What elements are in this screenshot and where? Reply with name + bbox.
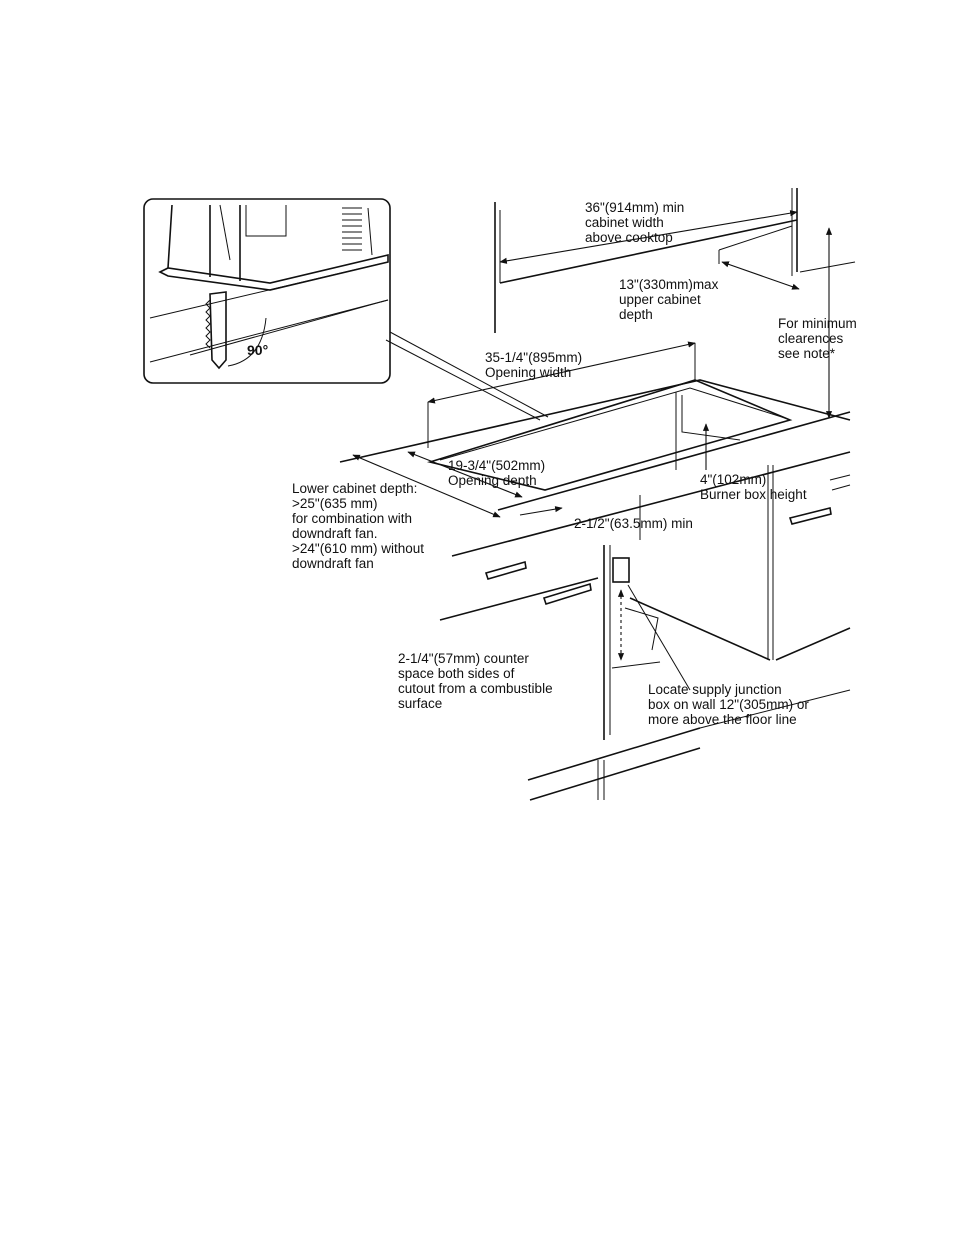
opening-width-label: 35-1/4"(895mm) Opening width xyxy=(485,350,583,380)
cut-angle-label: 90° xyxy=(247,342,269,358)
cabinet-width-label: 36"(914mm) min cabinet width above cookt… xyxy=(585,200,685,245)
min-clearances-label: For minimum clearences see note* xyxy=(778,316,857,361)
countertop xyxy=(339,379,851,660)
jigsaw-detail-inset xyxy=(143,198,391,384)
lower-cabinet-depth-label: Lower cabinet depth: >25"(635 mm) for co… xyxy=(292,481,424,571)
opening-depth-label: 19-3/4"(502mm) Opening depth xyxy=(448,458,546,488)
counter-space-label: 2-1/4"(57mm) counter space both sides of… xyxy=(398,651,553,711)
junction-box-label: Locate supply junction box on wall 12"(3… xyxy=(648,682,809,727)
front-margin-label: 2-1/2"(63.5mm) min xyxy=(574,516,693,531)
lower-cabinets xyxy=(439,495,851,801)
burner-box-height-label: 4"(102mm) Burner box height xyxy=(700,472,807,502)
upper-cabinet-depth-label: 13"(330mm)max upper cabinet depth xyxy=(619,277,719,322)
